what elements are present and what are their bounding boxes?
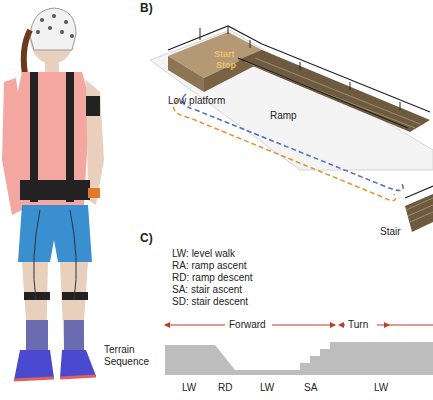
direction-label: Turn	[348, 319, 368, 331]
abbreviation-key: RA: ramp ascent	[172, 260, 246, 272]
terrain-code: LW	[260, 382, 274, 394]
person-figure	[2, 8, 104, 380]
area-name: Low platform	[168, 95, 225, 107]
walking-course	[150, 26, 433, 232]
stop-text: Stop	[216, 59, 236, 71]
area-name: Stair	[380, 226, 401, 238]
terrain-code: SA	[304, 382, 317, 394]
direction-arrows	[164, 322, 433, 328]
terrain-code: LW	[374, 382, 388, 394]
abbreviation-key: LW: level walk	[172, 248, 235, 260]
direction-label: Forward	[229, 319, 266, 331]
area-name: Ramp	[270, 110, 297, 122]
panel-letter: B)	[140, 2, 153, 14]
abbreviation-key: SA: stair ascent	[172, 284, 242, 296]
abbreviation-key: SD: stair descent	[172, 296, 248, 308]
panel-letter: C)	[140, 232, 153, 244]
abbreviation-key: RD: ramp descent	[172, 272, 253, 284]
terrain-code: LW	[182, 382, 196, 394]
terrain-code: RD	[218, 382, 232, 394]
start-text: Start	[214, 48, 235, 60]
row-label: Terrain Sequence	[104, 344, 158, 368]
terrain-profile	[165, 342, 433, 375]
